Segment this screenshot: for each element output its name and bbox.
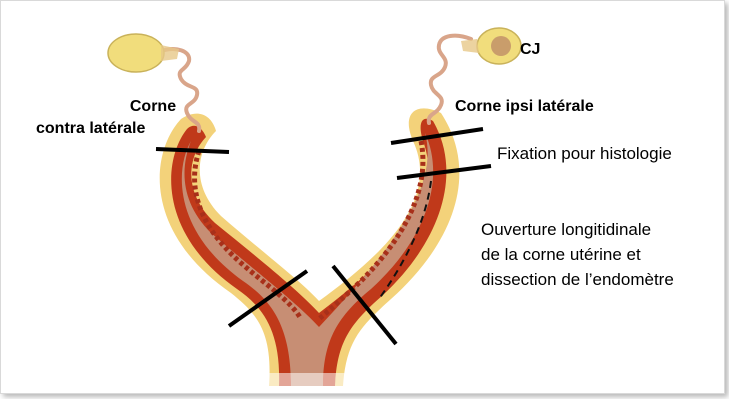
- label-fixation: Fixation pour histologie: [497, 143, 672, 164]
- label-ouverture-line2: de la corne utérine et: [481, 244, 641, 265]
- ovary-right: [461, 28, 521, 64]
- uterus-lumen: [182, 133, 433, 386]
- label-ouverture-line1: Ouverture longitidinale: [481, 219, 651, 240]
- label-corne-ipsi: Corne ipsi latérale: [455, 97, 594, 117]
- label-corne-contra-line1: Corne: [97, 97, 209, 117]
- cervix-fade: [261, 373, 361, 393]
- label-cj: CJ: [520, 40, 540, 60]
- ovary-left: [108, 34, 179, 72]
- corpus-luteum: [491, 36, 511, 56]
- label-corne-contra-line2: contra latérale: [36, 119, 145, 139]
- label-ouverture-line3: dissection de l’endomètre: [481, 269, 674, 290]
- oviduct-left: [161, 49, 199, 131]
